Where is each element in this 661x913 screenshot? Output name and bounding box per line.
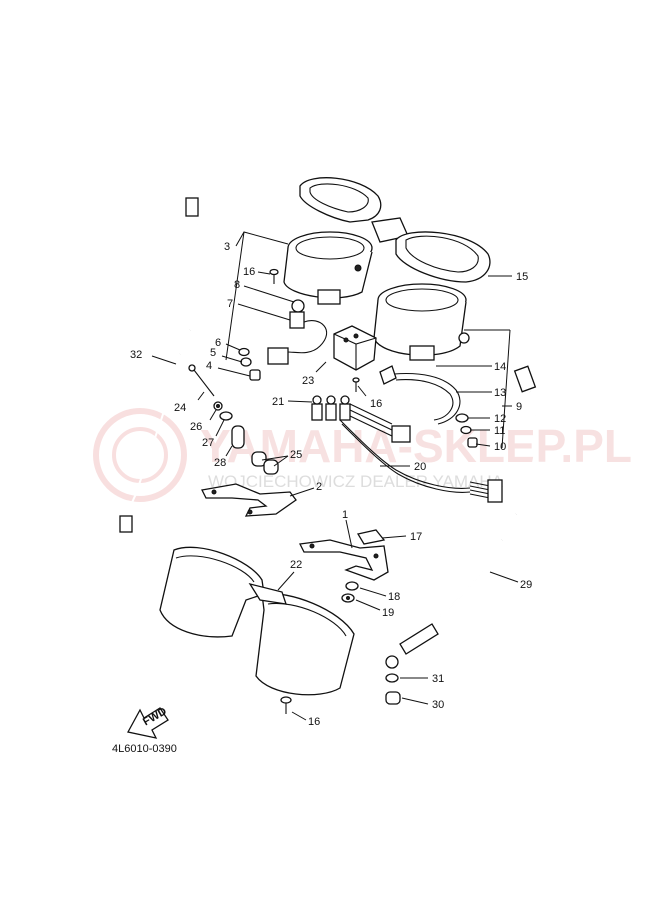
callout-5: 5 xyxy=(210,347,216,359)
part-30-grommet xyxy=(385,691,401,705)
callout-25: 25 xyxy=(290,449,302,461)
callout-23: 23 xyxy=(302,375,314,387)
callout-4: 4 xyxy=(206,360,212,372)
part-22-meter-case xyxy=(159,546,355,696)
callout-16a: 16 xyxy=(243,266,255,278)
speedometer-cable-upper xyxy=(185,197,205,331)
part-1-bracket xyxy=(299,539,389,581)
callout-24: 24 xyxy=(174,402,186,414)
part-10-nut xyxy=(467,437,478,448)
callout-13: 13 xyxy=(494,387,506,399)
callout-30: 30 xyxy=(432,699,444,711)
callout-16b: 16 xyxy=(370,398,382,410)
callout-31: 31 xyxy=(432,673,444,685)
callout-22: 22 xyxy=(290,559,302,571)
part-17-holder xyxy=(356,529,386,545)
part-11-grommet xyxy=(460,425,472,435)
part-31-washer xyxy=(385,673,399,683)
callout-2: 2 xyxy=(316,481,322,493)
callout-21: 21 xyxy=(272,396,284,408)
part-24-bolt xyxy=(188,364,215,397)
callout-15: 15 xyxy=(516,271,528,283)
part-23-indicator-box xyxy=(333,325,377,371)
watermark-sub: WOJCIECHOWICZ DEALER YAMAHA xyxy=(208,472,504,491)
part-7-bulb-socket xyxy=(267,299,328,365)
callout-28: 28 xyxy=(214,457,226,469)
part-6-washer xyxy=(238,347,250,357)
part-27-washer xyxy=(219,411,233,421)
fwd-arrow: FWD xyxy=(127,705,169,739)
callout-20: 20 xyxy=(414,461,426,473)
part-16-screw-upper xyxy=(269,268,279,284)
part-26-nut xyxy=(213,401,223,411)
callout-29: 29 xyxy=(520,579,532,591)
callout-11: 11 xyxy=(494,425,505,437)
watermark-logo xyxy=(93,408,187,502)
diagram-code: 4L6010-0390 xyxy=(112,743,177,755)
callout-18: 18 xyxy=(388,591,400,603)
callout-9: 9 xyxy=(516,401,522,413)
callout-19: 19 xyxy=(382,607,394,619)
part-15-meter-cover xyxy=(299,177,491,283)
part-4-nut xyxy=(249,369,261,381)
part-21-bulbs xyxy=(311,395,411,443)
part-18-washer xyxy=(345,581,359,591)
callout-14: 14 xyxy=(494,361,506,373)
callout-27: 27 xyxy=(202,437,214,449)
callout-17: 17 xyxy=(410,531,422,543)
callout-16c: 16 xyxy=(308,716,320,728)
part-20-lead-wire xyxy=(339,419,503,503)
part-12-washer xyxy=(455,413,469,423)
callout-32: 32 xyxy=(130,349,142,361)
callout-1: 1 xyxy=(342,509,348,521)
callout-12: 12 xyxy=(494,413,506,425)
leader-lines xyxy=(151,231,519,721)
part-16-screw-mid xyxy=(352,377,360,392)
callout-7: 7 xyxy=(227,298,233,310)
callout-26: 26 xyxy=(190,421,202,433)
part-2-bracket xyxy=(201,483,297,517)
callout-10: 10 xyxy=(494,441,506,453)
tachometer-cable-upper xyxy=(513,365,538,515)
part-16-screw-bottom xyxy=(280,696,292,714)
watermark: YAMAHA-SKLEP.PL WOJCIECHOWICZ DEALER YAM… xyxy=(93,408,632,502)
part-5-grommet xyxy=(240,357,252,367)
part-3-speedometer xyxy=(283,231,373,305)
part-9-tachometer xyxy=(373,283,470,361)
callout-6: 6 xyxy=(215,337,221,349)
callouts: 3 16 8 7 6 5 4 15 14 13 9 12 11 10 23 16… xyxy=(130,241,532,728)
part-13-cord xyxy=(379,365,461,425)
part-28-grommet xyxy=(231,425,245,449)
part-19-nut xyxy=(341,593,355,603)
part-25-dampers xyxy=(251,451,279,475)
part-29-tachometer-cable xyxy=(385,539,503,669)
part-32-speedometer-cable xyxy=(119,353,181,533)
callout-8: 8 xyxy=(234,279,240,291)
callout-3: 3 xyxy=(224,241,230,253)
